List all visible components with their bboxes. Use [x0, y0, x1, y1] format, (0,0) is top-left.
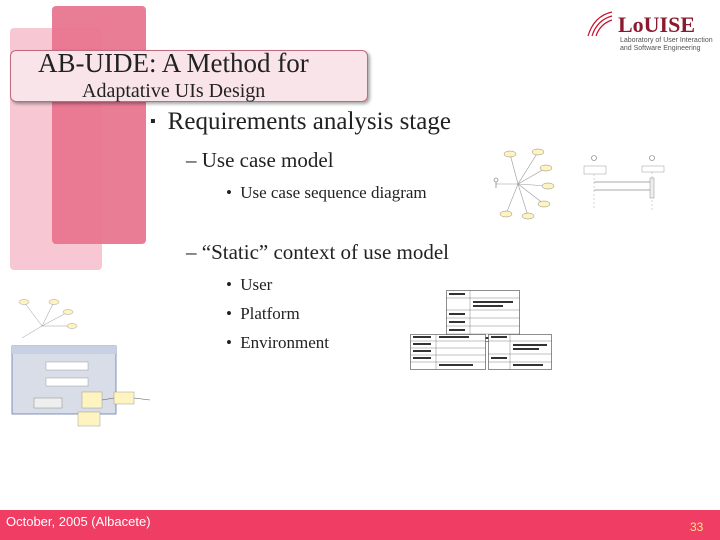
decor-rect-dark: [52, 6, 146, 244]
bullet-environment: • Environment: [226, 333, 329, 353]
bullet-sequence-diagram: • Use case sequence diagram: [226, 183, 427, 203]
dot-bullet-icon: •: [226, 275, 232, 294]
dash-bullet-icon: –: [186, 148, 197, 172]
sequence-diagram-thumbnail: [580, 150, 676, 212]
slide-subtitle: Adaptative UIs Design: [82, 80, 266, 102]
bullet-requirements-text: Requirements analysis stage: [167, 108, 451, 135]
bullet-use-case-model-text: Use case model: [201, 148, 334, 172]
dot-bullet-icon: •: [226, 183, 232, 202]
use-case-diagram-thumbnail: [493, 148, 555, 220]
logo-subtext-1: Laboratory of User Interaction: [620, 37, 713, 44]
bullet-requirements: ▪ Requirements analysis stage: [150, 108, 451, 136]
square-bullet-icon: ▪: [150, 113, 156, 130]
bullet-platform: • Platform: [226, 304, 300, 324]
bullet-static-context: – “Static” context of use model: [186, 240, 449, 265]
footer-bar: [0, 510, 720, 540]
slide-title: AB-UIDE: A Method for: [38, 48, 309, 78]
dot-bullet-icon: •: [226, 304, 232, 323]
dot-bullet-icon: •: [226, 333, 232, 352]
bullet-sequence-diagram-text: Use case sequence diagram: [240, 183, 427, 202]
bullet-user: • User: [226, 275, 272, 295]
dash-bullet-icon: –: [186, 240, 197, 264]
page-number: 33: [690, 520, 704, 534]
bullet-static-context-text: “Static” context of use model: [201, 240, 450, 264]
bullet-environment-text: Environment: [240, 333, 329, 352]
bullet-user-text: User: [240, 275, 273, 294]
environment-table-thumbnail: [488, 334, 552, 370]
footer-date-location: October, 2005 (Albacete): [6, 514, 151, 529]
bullet-use-case-model: – Use case model: [186, 148, 334, 173]
logo-subtext-2: and Software Engineering: [620, 45, 701, 52]
bullet-platform-text: Platform: [240, 304, 300, 323]
login-ui-thumbnail: [11, 299, 151, 427]
platform-table-thumbnail: [410, 334, 486, 370]
louise-logo: LoUISE Laboratory of User Interaction an…: [587, 11, 713, 52]
user-model-table-thumbnail: [446, 290, 520, 342]
logo-text: LoUISE: [618, 12, 695, 37]
title-box: [10, 50, 368, 102]
